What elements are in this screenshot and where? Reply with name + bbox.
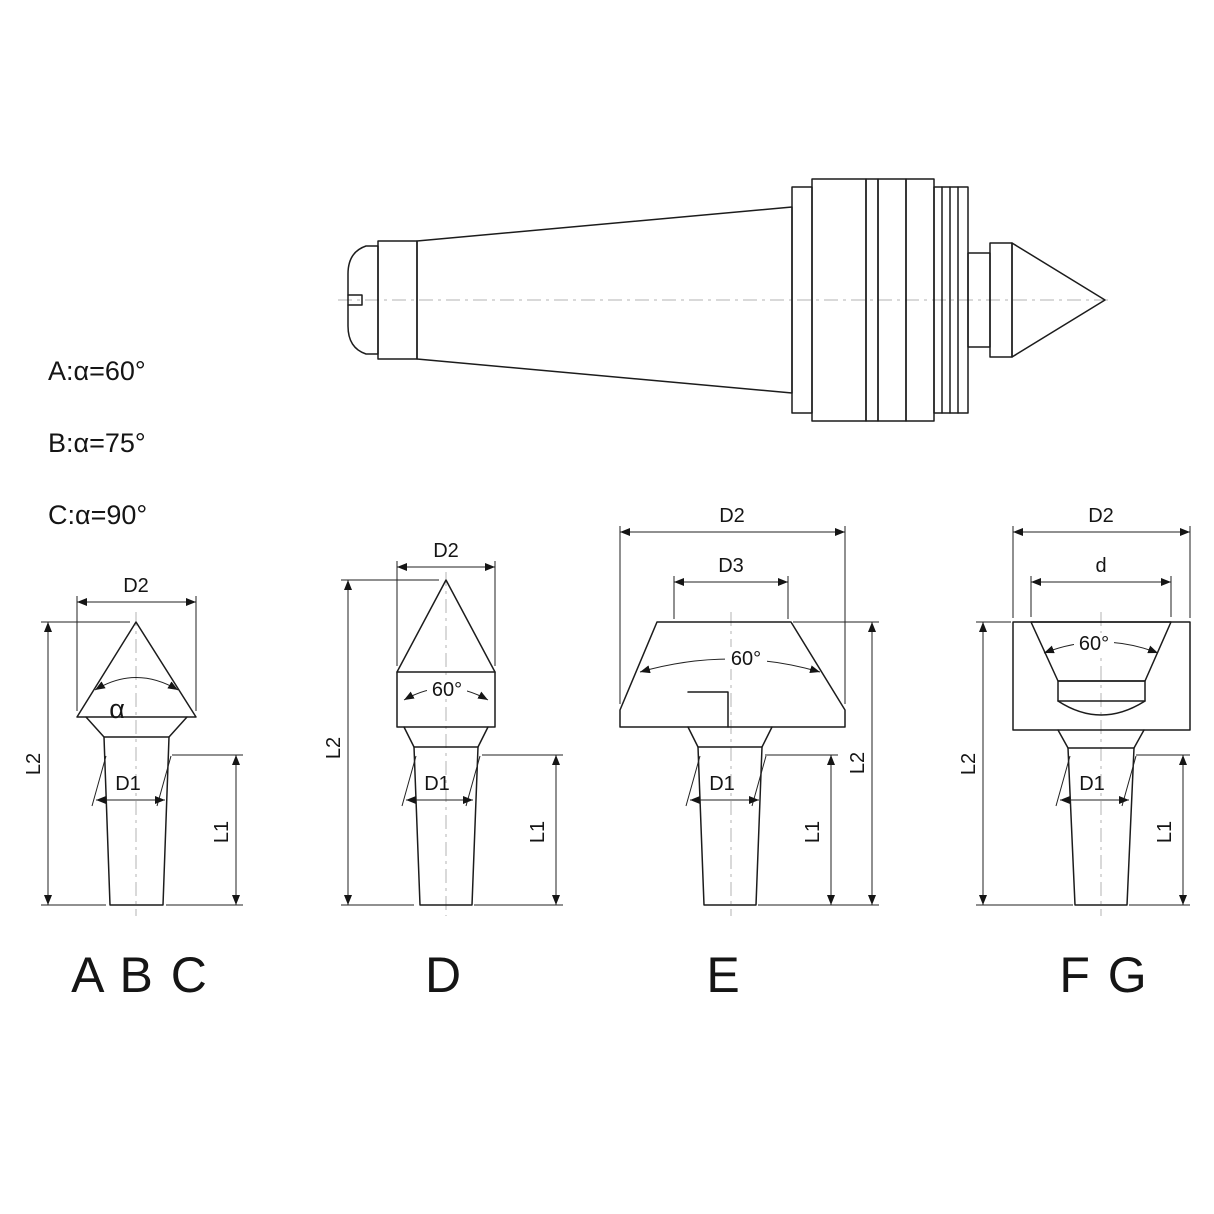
shank-profile — [1067, 747, 1135, 906]
dim-label-l2: L2 — [847, 752, 869, 774]
label-backing — [725, 647, 767, 669]
recess-bottom-curve — [1057, 700, 1146, 716]
note-angle-b: B:α=75° — [48, 428, 146, 458]
label-backing — [1074, 633, 1114, 654]
bell-profile — [619, 621, 846, 728]
dim-label-d2: D2 — [1088, 505, 1114, 527]
rib-lines — [941, 186, 959, 414]
cylinder-profile — [396, 671, 496, 728]
shank-profile — [103, 736, 170, 906]
shank-end-cap — [347, 245, 379, 355]
dim-label-d: d — [1095, 555, 1106, 577]
dim-label-d2: D2 — [123, 575, 149, 597]
cone-profile — [76, 621, 197, 718]
dim-label-d3: D3 — [718, 555, 744, 577]
extension-line — [396, 561, 496, 666]
dim-label-d1: D1 — [424, 773, 450, 795]
angle-label: 60° — [432, 679, 462, 701]
collar-lines — [687, 726, 773, 748]
angle-notes: A:α=60° B:α=75° C:α=90° — [48, 356, 147, 530]
dim-label-d2: D2 — [433, 540, 459, 562]
tip-view-fg: 60° d D2 L2 D1 L1 F G — [958, 505, 1191, 1003]
recess-slot — [1057, 680, 1146, 702]
extension-line — [758, 621, 879, 906]
extension-line — [341, 579, 439, 906]
collar-lines — [85, 716, 188, 738]
view-label-abc: A B C — [71, 947, 209, 1003]
dim-label-l2: L2 — [23, 753, 45, 775]
collar-lines — [1057, 729, 1145, 749]
angle-label: 60° — [731, 648, 761, 670]
angle-label: α — [109, 694, 125, 724]
extension-line — [41, 621, 130, 906]
extension-line — [619, 526, 846, 704]
dim-label-d1: D1 — [115, 773, 141, 795]
extension-line — [76, 596, 197, 711]
angle-arc — [94, 677, 179, 691]
dim-label-l1: L1 — [211, 821, 233, 843]
shank-profile — [697, 746, 763, 906]
dim-label-l2: L2 — [958, 753, 980, 775]
extension-line — [166, 754, 243, 906]
dim-label-l2: L2 — [323, 737, 345, 759]
dim-label-d1: D1 — [1079, 773, 1105, 795]
collar-lines — [403, 726, 489, 748]
note-angle-a: A:α=60° — [48, 356, 146, 386]
internal-step-lines — [687, 691, 729, 728]
dim-label-l1: L1 — [527, 821, 549, 843]
center-point-tip — [1011, 242, 1106, 358]
label-backing — [427, 678, 467, 699]
note-angle-c: C:α=90° — [48, 500, 147, 530]
dim-label-l1: L1 — [1154, 821, 1176, 843]
tip-view-abc: α D2 L2 D1 L1 A B C — [23, 575, 243, 1003]
tip-view-d: 60° D2 L2 D1 L1 D — [323, 540, 563, 1003]
tip-view-e: 60° D2 D3 L2 D1 L1 E — [619, 505, 879, 1003]
view-label-e: E — [706, 947, 741, 1003]
shank-profile — [413, 746, 479, 906]
extension-line — [474, 754, 563, 906]
view-label-fg: F G — [1059, 947, 1148, 1003]
dim-label-d2: D2 — [719, 505, 745, 527]
extension-line — [976, 621, 1073, 906]
dim-label-l1: L1 — [802, 821, 824, 843]
dim-label-d1: D1 — [709, 773, 735, 795]
end-cap-slot — [347, 294, 363, 306]
cone-profile — [396, 579, 496, 673]
view-label-d: D — [425, 947, 463, 1003]
extension-line — [1012, 526, 1191, 618]
angle-label: 60° — [1079, 633, 1109, 655]
live-center-assembly-drawing — [338, 178, 1112, 422]
